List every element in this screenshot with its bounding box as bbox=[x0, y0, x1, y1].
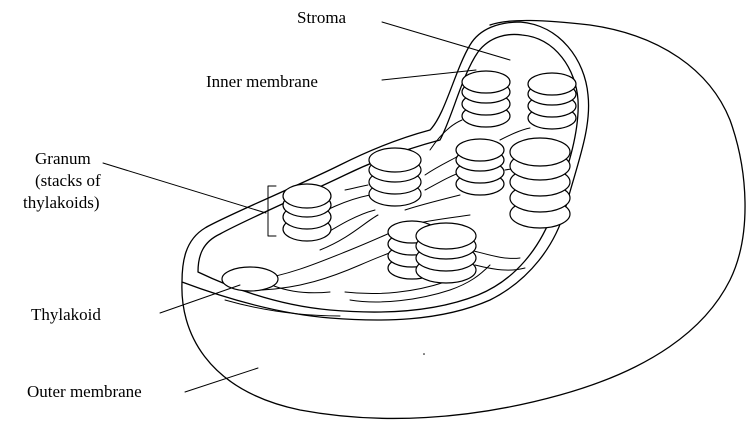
label-granum: Granum bbox=[35, 149, 91, 168]
label-outer-membrane: Outer membrane bbox=[27, 382, 142, 401]
label-granum-line3: thylakoids) bbox=[23, 193, 100, 212]
outer-membrane-leader bbox=[185, 368, 258, 392]
speck bbox=[423, 353, 425, 355]
granum-back-right bbox=[528, 73, 576, 129]
granum-center bbox=[369, 148, 421, 206]
label-thylakoid: Thylakoid bbox=[31, 305, 101, 324]
label-stroma: Stroma bbox=[297, 8, 347, 27]
granum-right bbox=[510, 138, 570, 228]
granum-middle bbox=[456, 139, 504, 195]
granum-bracket bbox=[268, 186, 276, 236]
granum-leader bbox=[103, 163, 266, 213]
label-inner-membrane: Inner membrane bbox=[206, 72, 318, 91]
granum-front bbox=[416, 223, 476, 283]
thylakoid-lamella bbox=[274, 286, 330, 293]
label-granum-line2: (stacks of bbox=[35, 171, 101, 190]
granum-back-left bbox=[462, 71, 510, 127]
single-thylakoid bbox=[222, 267, 278, 291]
thylakoid-leader bbox=[160, 285, 240, 313]
granum-left bbox=[283, 184, 331, 241]
inner-membrane-leader bbox=[382, 70, 476, 80]
